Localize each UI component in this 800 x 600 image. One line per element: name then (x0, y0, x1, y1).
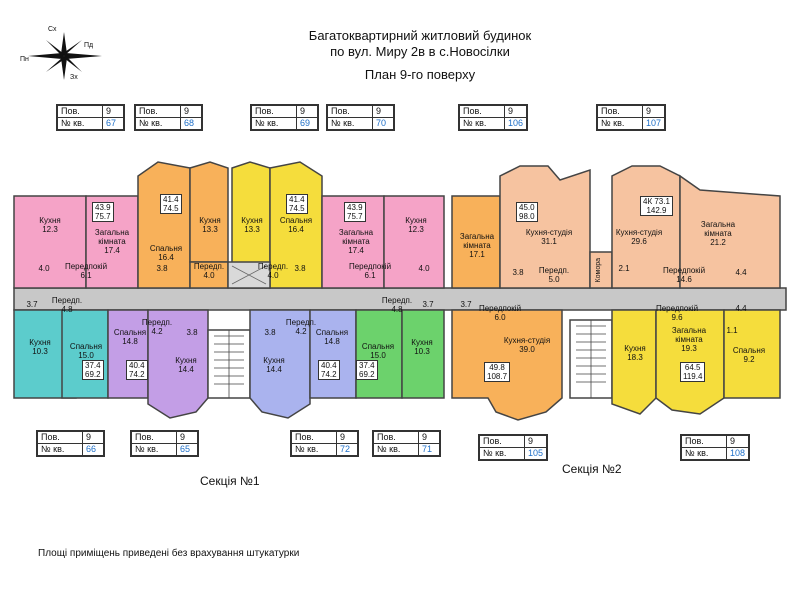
room-bath: 3.8 (186, 328, 198, 337)
compass-n: Сх (48, 26, 57, 33)
room-storage: Комора (595, 258, 602, 283)
apt-70-kitchen (383, 195, 445, 289)
apt-tag: Пов.9 № кв.68 (134, 104, 203, 131)
room-bath: 3.7 (460, 300, 472, 309)
apt-tag: Пов.9 № кв.106 (458, 104, 529, 131)
title-line-1: Багатоквартирний житловий будинок (308, 28, 532, 43)
apt-tag: Пов.9 № кв.66 (36, 430, 105, 457)
apt-68-kitchen (189, 161, 229, 263)
apt-tag: Пов.9 № кв.105 (478, 434, 549, 461)
apt-107-living (679, 174, 781, 289)
apt-tag: Пов.9 № кв.108 (680, 434, 751, 461)
apt-tag: Пов.9 № кв.107 (596, 104, 667, 131)
compass-s: Зх (70, 74, 78, 81)
room-bath: 4.4 (735, 304, 747, 313)
room-bath: 3.8 (156, 264, 168, 273)
room-hall: Передп.4.0 (193, 262, 225, 280)
apt-66-bedroom (61, 309, 109, 399)
room-bath: 3.8 (264, 328, 276, 337)
apt-tag: Пов.9 № кв.67 (56, 104, 125, 131)
apt-65-kitchen (147, 309, 209, 419)
room-bath: 3.7 (422, 300, 434, 309)
apt-108-bedroom (723, 309, 781, 399)
room-bath: 4.4 (735, 268, 747, 277)
room-storage-area: 2.1 (618, 264, 630, 273)
apt-71-kitchen (401, 309, 445, 399)
room-hall: Передп.4.2 (141, 318, 173, 336)
room-bath: 3.8 (294, 264, 306, 273)
plan-title: План 9-го поверху (364, 67, 476, 82)
apt-71-bedroom (355, 309, 403, 399)
footnote: Площі приміщень приведені без врахування… (38, 548, 300, 559)
room-hall: Передп.4.8 (381, 296, 413, 314)
section-2-label: Секція №2 (562, 462, 622, 476)
room-hall: Передп.4.8 (51, 296, 83, 314)
compass-e: Пд (84, 42, 94, 49)
apt-tag: Пов.9 № кв.71 (372, 430, 441, 457)
room-bath: 4.0 (38, 264, 50, 273)
apt-tag: Пов.9 № кв.70 (326, 104, 395, 131)
title-line-2: по вул. Миру 2в в с.Новосілки (330, 44, 510, 59)
compass-w: Пн (20, 56, 29, 63)
section-1-label: Секція №1 (200, 474, 260, 488)
room-bath: 3.7 (26, 300, 38, 309)
room-hall: Передп.4.2 (285, 318, 317, 336)
room-hall: Передп.4.0 (257, 262, 289, 280)
compass-icon (28, 32, 102, 80)
apt-106-studio (499, 165, 591, 289)
room-bath: 4.0 (418, 264, 430, 273)
compass: Сх Пд Пн Зх (18, 26, 108, 86)
room-wc: 1.1 (726, 326, 738, 335)
apt-tag: Пов.9 № кв.65 (130, 430, 199, 457)
apt-tag: Пов.9 № кв.72 (290, 430, 359, 457)
apt-108-kitchen (611, 309, 657, 415)
apt-tag: Пов.9 № кв.69 (250, 104, 319, 131)
room-bath: 3.8 (512, 268, 524, 277)
room-hall: Передп.5.0 (538, 266, 570, 284)
